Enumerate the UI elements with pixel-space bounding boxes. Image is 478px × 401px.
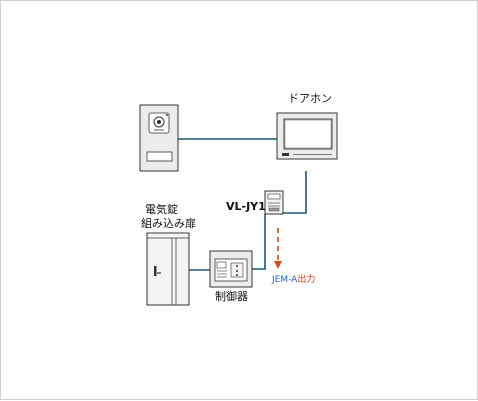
controller-label: 制御器 [215,290,248,303]
wiring [178,138,307,271]
jem-a-output-label: JEM-A出力 [272,274,315,287]
jem-a-output-arrow [274,228,282,269]
adapter-label: VL-JY1 [226,200,266,213]
call-button [146,151,173,162]
electric-lock-label-line1: 電気錠 [145,203,178,216]
electric-lock-label-line2: 組み込み扉 [141,217,196,230]
adapter-unit [264,190,284,215]
jem-a-label-suffix: 出力 [297,275,316,285]
door-phone-label: ドアホン [288,92,332,105]
wire-monitor-to-adapter [283,171,307,214]
jem-a-label-prefix: JEM-A [272,275,298,285]
controller-unit [209,250,253,288]
electric-lock-door [146,232,190,306]
door-camera-station [139,104,179,172]
door-phone-monitor [276,112,338,160]
wire-adapter-to-controller [252,214,266,270]
door-handle-icon [154,266,157,276]
